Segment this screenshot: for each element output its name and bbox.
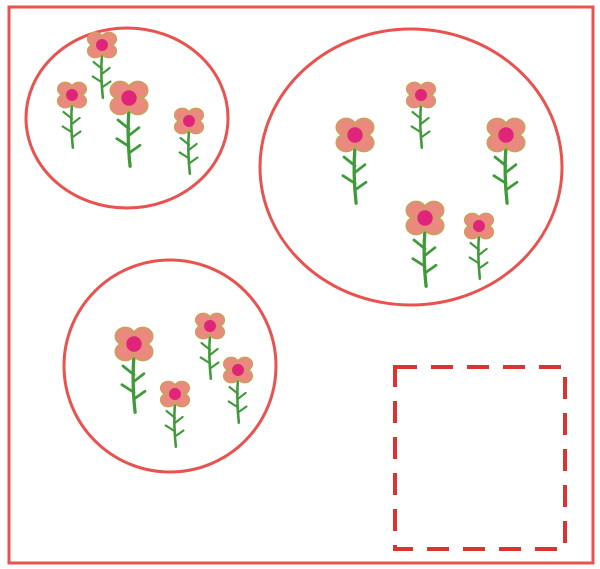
flower-icon — [485, 116, 527, 205]
group-1 — [24, 26, 230, 210]
group-1-outline — [24, 26, 230, 210]
group-1-flowers — [56, 30, 205, 175]
flower-icon — [404, 199, 446, 288]
outer-frame — [7, 5, 595, 565]
flower-icon — [113, 325, 155, 414]
group-3 — [62, 258, 278, 474]
flower-icon — [194, 311, 226, 380]
flower-icon — [108, 79, 150, 168]
flower-icon — [56, 80, 88, 149]
flower-icon — [405, 80, 437, 149]
group-2 — [258, 27, 564, 307]
flower-icon — [173, 106, 205, 175]
group-2-flowers — [334, 80, 527, 288]
group-2-outline — [258, 27, 564, 307]
group-3-outline — [62, 258, 278, 474]
flower-icon — [159, 379, 191, 448]
flower-icon — [334, 116, 376, 205]
empty-dashed-box — [393, 365, 567, 551]
group-3-flowers — [113, 311, 254, 448]
flower-icon — [222, 355, 254, 424]
flower-icon — [463, 211, 495, 280]
